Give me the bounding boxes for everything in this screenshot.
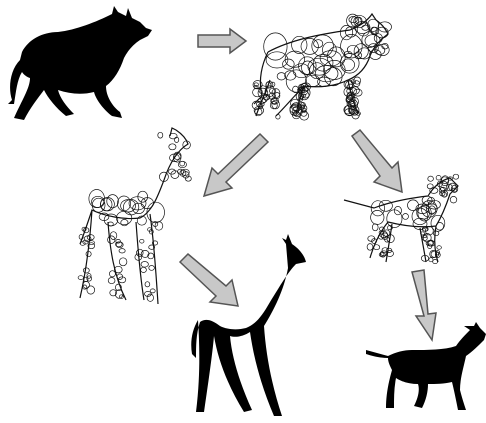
giraffe-wire-ring (178, 161, 186, 167)
bull-wire-ring (365, 35, 380, 47)
bull-wireframe-outline (254, 14, 388, 116)
giraffe-wire-ring (78, 276, 83, 280)
goat-wire-ring (372, 224, 378, 231)
giraffe-wire-ring (119, 258, 127, 266)
goat-wire-ring (422, 196, 432, 204)
giraffe-wire-ring (87, 286, 95, 294)
bull-wire-ring (259, 86, 267, 94)
giraffe-wireframe (78, 128, 191, 304)
giraffe-wire-ring (109, 271, 115, 277)
giraffe-wire-ring (147, 294, 153, 301)
bull-wire-ring (286, 70, 306, 92)
arrows-layer (180, 29, 436, 340)
goat-wire-ring (403, 214, 409, 220)
arrow-down (412, 270, 436, 340)
bull-wire-ring (350, 87, 359, 95)
arrow-right (198, 29, 246, 53)
goat-wire-ring (436, 175, 441, 180)
giraffe-wire-ring (158, 132, 163, 138)
bull-wire-ring (283, 59, 295, 69)
goat-wire-ring (437, 246, 442, 250)
arrow-down-left (204, 134, 268, 196)
bull-wire-ring (378, 22, 391, 32)
goat-wire-ring (453, 174, 459, 179)
result-goat-shape (366, 322, 486, 410)
giraffe-wire-ring (107, 195, 119, 208)
giraffe-wire-ring (119, 295, 123, 299)
bull-body-shape (8, 6, 152, 120)
result-giraffe-shape (191, 234, 306, 416)
goat-wire-ring (450, 196, 457, 203)
goat-wire-ring (374, 245, 380, 250)
result-giraffe-silhouette (191, 234, 306, 416)
giraffe-wire-ring (83, 268, 89, 273)
bull-wire-ring (301, 110, 307, 116)
arrow-down-right-lower (180, 254, 238, 306)
giraffe-wire-ring (116, 239, 121, 243)
source-bull-silhouette (8, 6, 152, 120)
giraffe-wire-ring (119, 249, 125, 253)
goat-wire-ring (429, 258, 433, 262)
goat-wire-ring (433, 260, 438, 264)
giraffe-wire-ring (149, 266, 155, 271)
bull-wire-ring (308, 58, 331, 75)
giraffe-wire-ring (141, 262, 148, 268)
bull-wire-ring (301, 38, 318, 54)
bull-wire-ring (254, 83, 258, 87)
bull-wire-ring (277, 73, 286, 80)
giraffe-wire-ring (171, 171, 179, 179)
bull-wire-ring (340, 25, 352, 39)
bull-wire-ring (345, 27, 356, 38)
bull-wire-ring (264, 33, 287, 60)
giraffe-wire-ring (180, 161, 185, 166)
goat-wire-ring (431, 251, 439, 257)
giraffe-wire-ring (147, 202, 165, 222)
arrow-down-right (352, 130, 402, 192)
goat-wire-ring (428, 176, 434, 181)
giraffe-wire-ring (108, 278, 115, 284)
giraffe-wire-ring (137, 249, 144, 256)
goat-wire-ring (367, 244, 373, 251)
goat-wire-ring (408, 200, 419, 211)
bull-wire-ring (276, 114, 280, 119)
giraffe-wire-ring (169, 144, 176, 150)
goat-wire-ring (413, 218, 427, 229)
bull-wireframe (252, 14, 391, 120)
giraffe-wire-ring (141, 267, 147, 272)
goat-wire-ring (433, 231, 439, 236)
giraffe-wire-ring (140, 239, 144, 243)
bull-wire-ring (357, 23, 369, 36)
bull-wire-ring (347, 45, 358, 54)
giraffe-wire-ring (155, 222, 163, 231)
result-goat-silhouette (366, 322, 486, 410)
bull-wire-ring (354, 89, 362, 96)
goat-wire-ring (436, 223, 444, 231)
giraffe-wire-ring (145, 282, 150, 287)
